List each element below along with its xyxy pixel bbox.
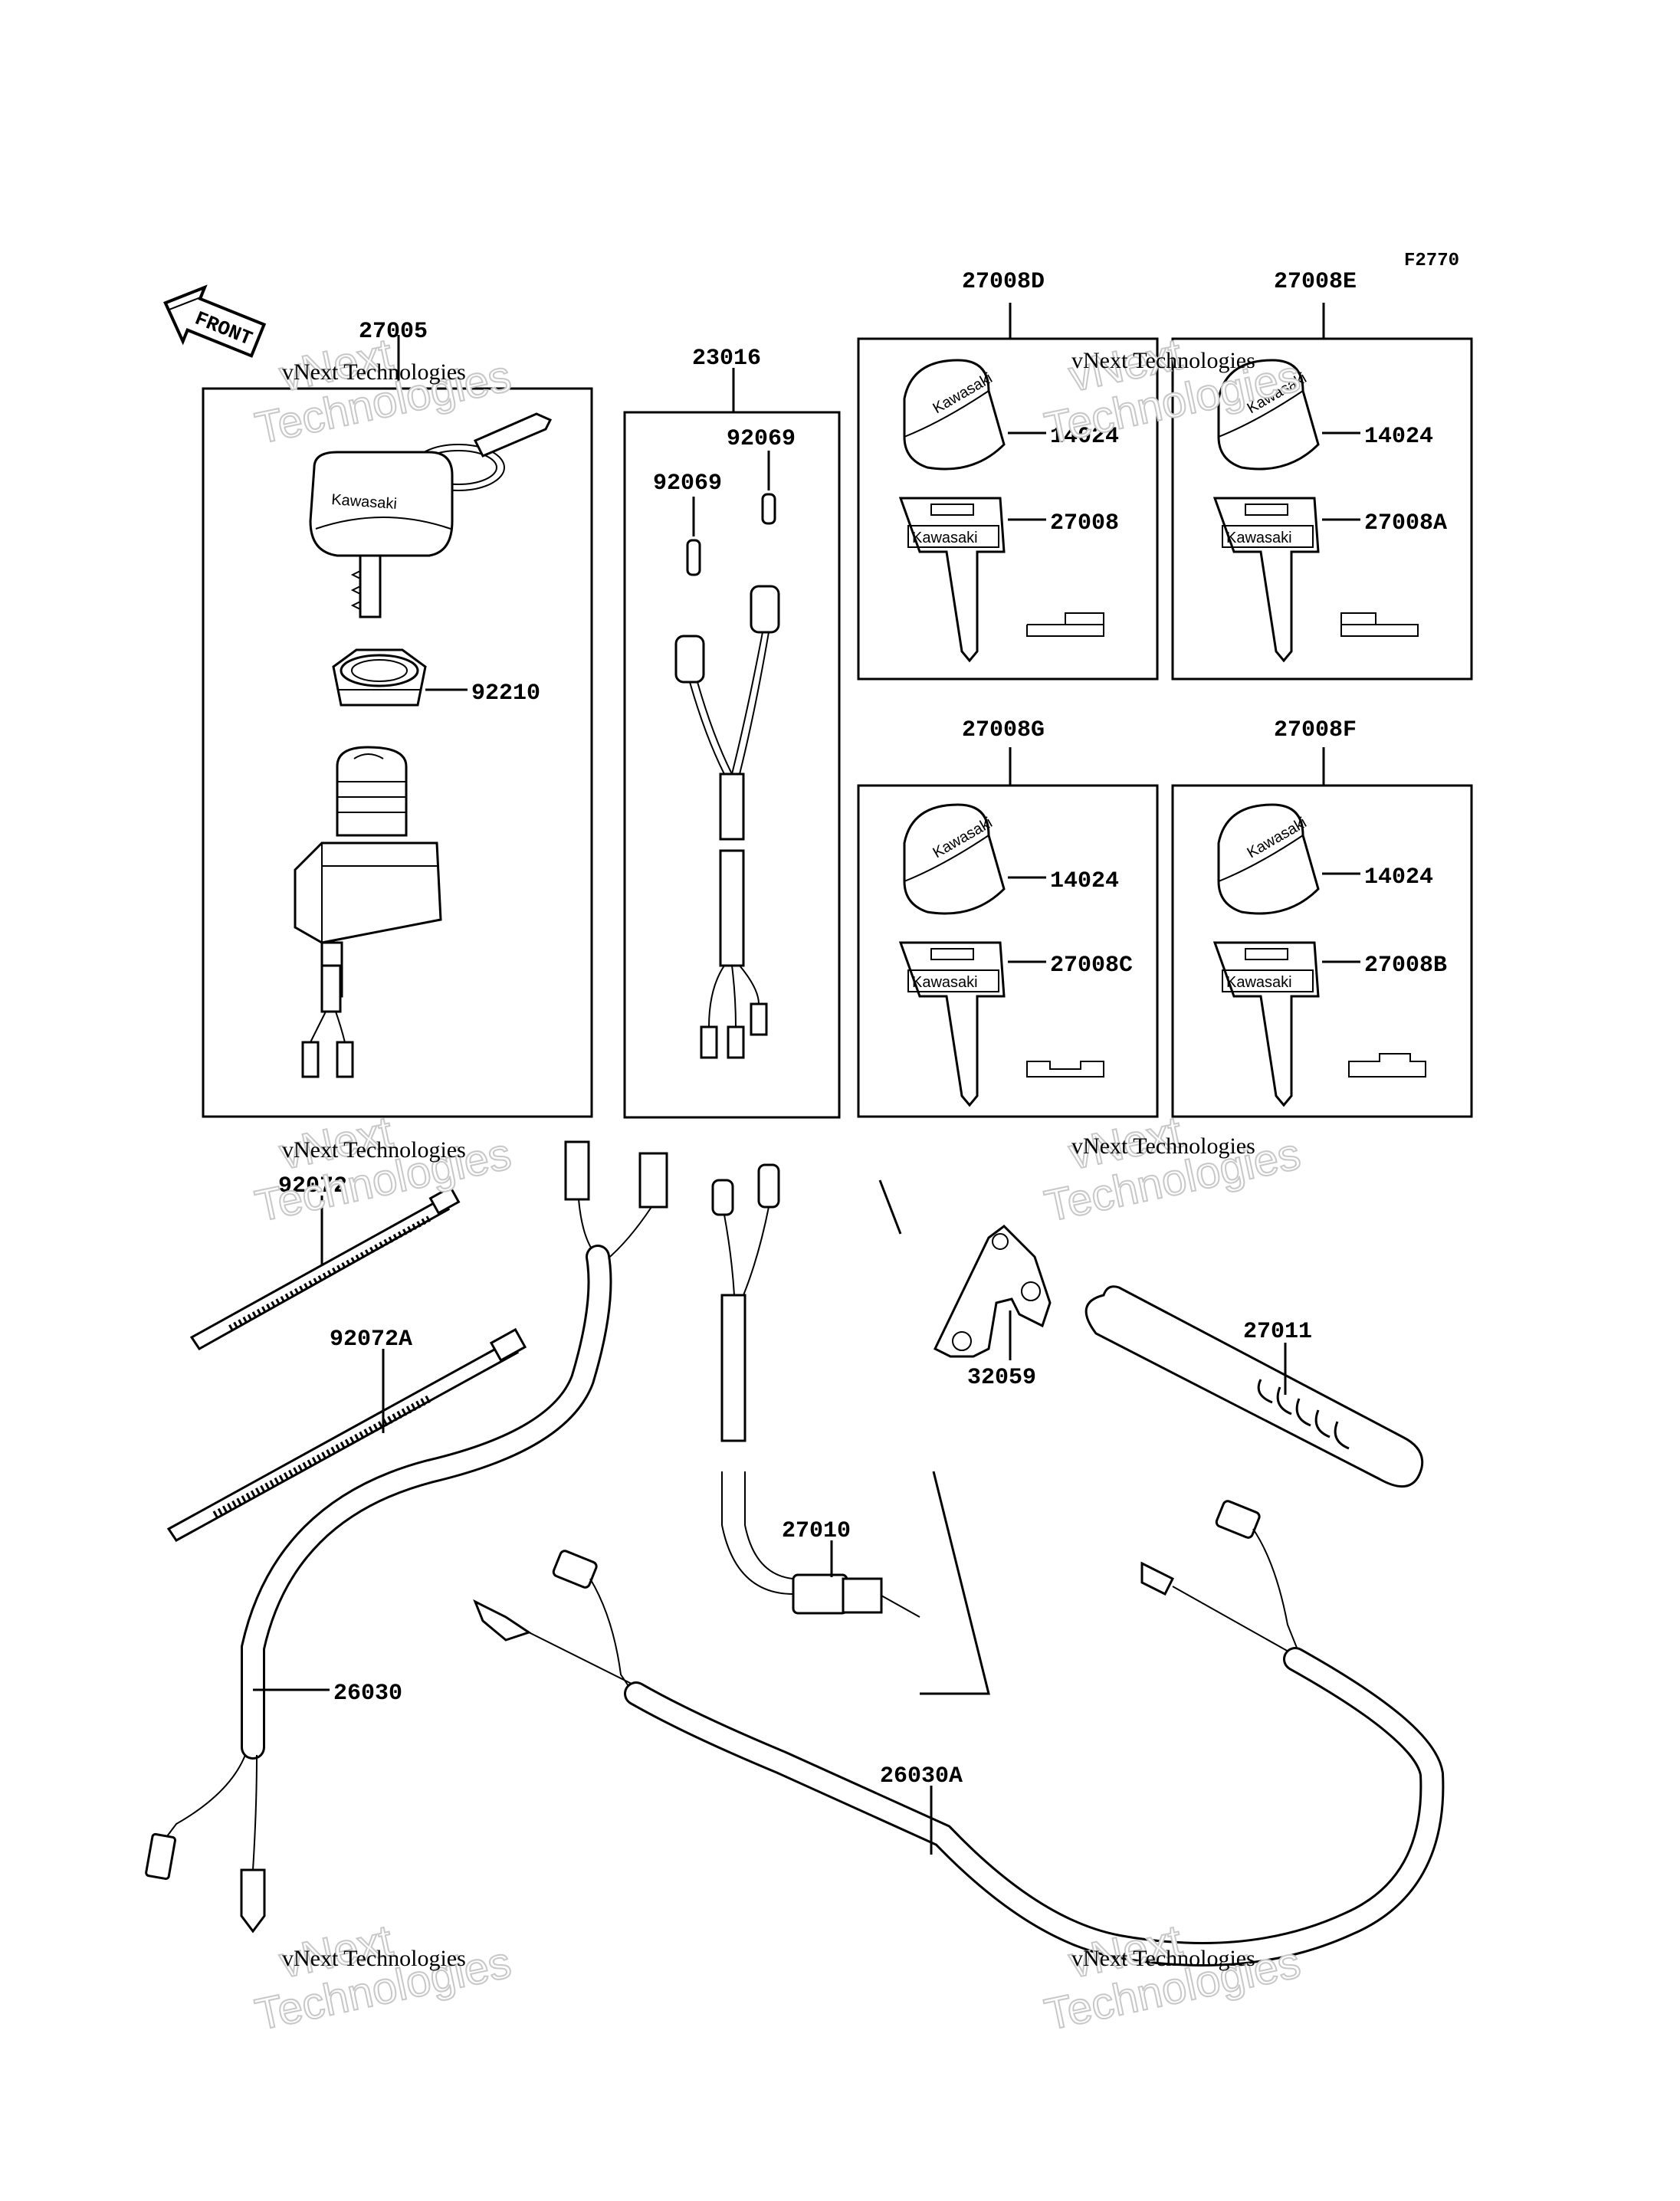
label-27008D: 27008D — [962, 269, 1045, 295]
watermark-text-4: vNext Technologies — [1071, 1133, 1255, 1159]
label-92072A: 92072A — [330, 1327, 412, 1353]
label-27005: 27005 — [359, 319, 428, 345]
label-14024-e: 14024 — [1364, 424, 1433, 450]
label-26030: 26030 — [333, 1681, 402, 1707]
label-23016: 23016 — [692, 346, 761, 372]
switch-27010 — [711, 1163, 920, 1618]
key-cap-g: Kawasaki — [903, 803, 1006, 915]
label-92069-left: 92069 — [653, 471, 722, 497]
box-key-set-27008E — [1171, 337, 1473, 681]
key-blank-e: Kawasaki — [1212, 497, 1320, 663]
figure-id: F2770 — [1404, 251, 1459, 271]
label-27008G: 27008G — [962, 717, 1045, 743]
brand-key-blank-f: Kawasaki — [1226, 974, 1292, 991]
key-blank-f: Kawasaki — [1212, 941, 1320, 1107]
label-27008A: 27008A — [1364, 510, 1447, 536]
switch-body — [294, 746, 442, 1078]
label-27008C: 27008C — [1050, 953, 1133, 979]
key-profile-g-icon — [1026, 1061, 1104, 1078]
cable-tie-92072A — [166, 1327, 527, 1542]
brand-key-blank-e: Kawasaki — [1226, 530, 1292, 546]
label-27008F: 27008F — [1274, 717, 1357, 743]
label-27008: 27008 — [1050, 510, 1119, 536]
bracket-32059 — [934, 1225, 1052, 1358]
label-92210: 92210 — [471, 681, 540, 707]
nut — [332, 648, 427, 707]
label-27011: 27011 — [1243, 1319, 1312, 1345]
watermark-text-6: vNext Technologies — [1071, 1946, 1255, 1971]
box-key-set-27008G — [857, 784, 1159, 1118]
key-profile-f-icon — [1348, 1053, 1426, 1078]
label-14024-f: 14024 — [1364, 864, 1433, 891]
key-cap-e: Kawasaki — [1217, 359, 1320, 471]
tube-27011 — [1084, 1285, 1424, 1488]
label-14024-d: 14024 — [1050, 424, 1119, 450]
key-blank-d: Kawasaki — [898, 497, 1006, 663]
key-blank-g: Kawasaki — [898, 941, 1006, 1107]
watermark-text-2: vNext Technologies — [1071, 348, 1255, 373]
harness-26030A — [473, 1500, 1445, 1966]
front-arrow-icon: FRONT — [163, 284, 267, 358]
watermark-text-5: vNext Technologies — [282, 1946, 466, 1971]
harness-26030 — [145, 1140, 668, 1934]
box-key-set-27008F — [1171, 784, 1473, 1118]
key-cap-f: Kawasaki — [1217, 803, 1320, 915]
label-26030A: 26030A — [880, 1763, 963, 1789]
key-profile-e-icon — [1340, 612, 1419, 637]
watermark-text-1: vNext Technologies — [282, 359, 466, 385]
key-cap-d: Kawasaki — [903, 359, 1006, 471]
harness-23016 — [674, 493, 780, 1059]
brand-key-blank-g: Kawasaki — [912, 974, 978, 991]
cable-tie-92072 — [189, 1186, 461, 1350]
label-14024-g: 14024 — [1050, 868, 1119, 894]
label-27010: 27010 — [782, 1518, 851, 1544]
label-92072: 92072 — [278, 1173, 347, 1199]
label-27008B: 27008B — [1364, 953, 1447, 979]
label-32059: 32059 — [967, 1365, 1036, 1391]
watermark-text-3: vNext Technologies — [282, 1137, 466, 1163]
key-profile-d-icon — [1026, 612, 1104, 637]
box-harness-23016 — [623, 411, 841, 1119]
brand-key-blank-d: Kawasaki — [912, 530, 978, 546]
label-27008E: 27008E — [1274, 269, 1357, 295]
box-key-set-27008D — [857, 337, 1159, 681]
label-92069-right: 92069 — [727, 426, 796, 452]
ignition-key: Kawasaki — [309, 412, 553, 618]
